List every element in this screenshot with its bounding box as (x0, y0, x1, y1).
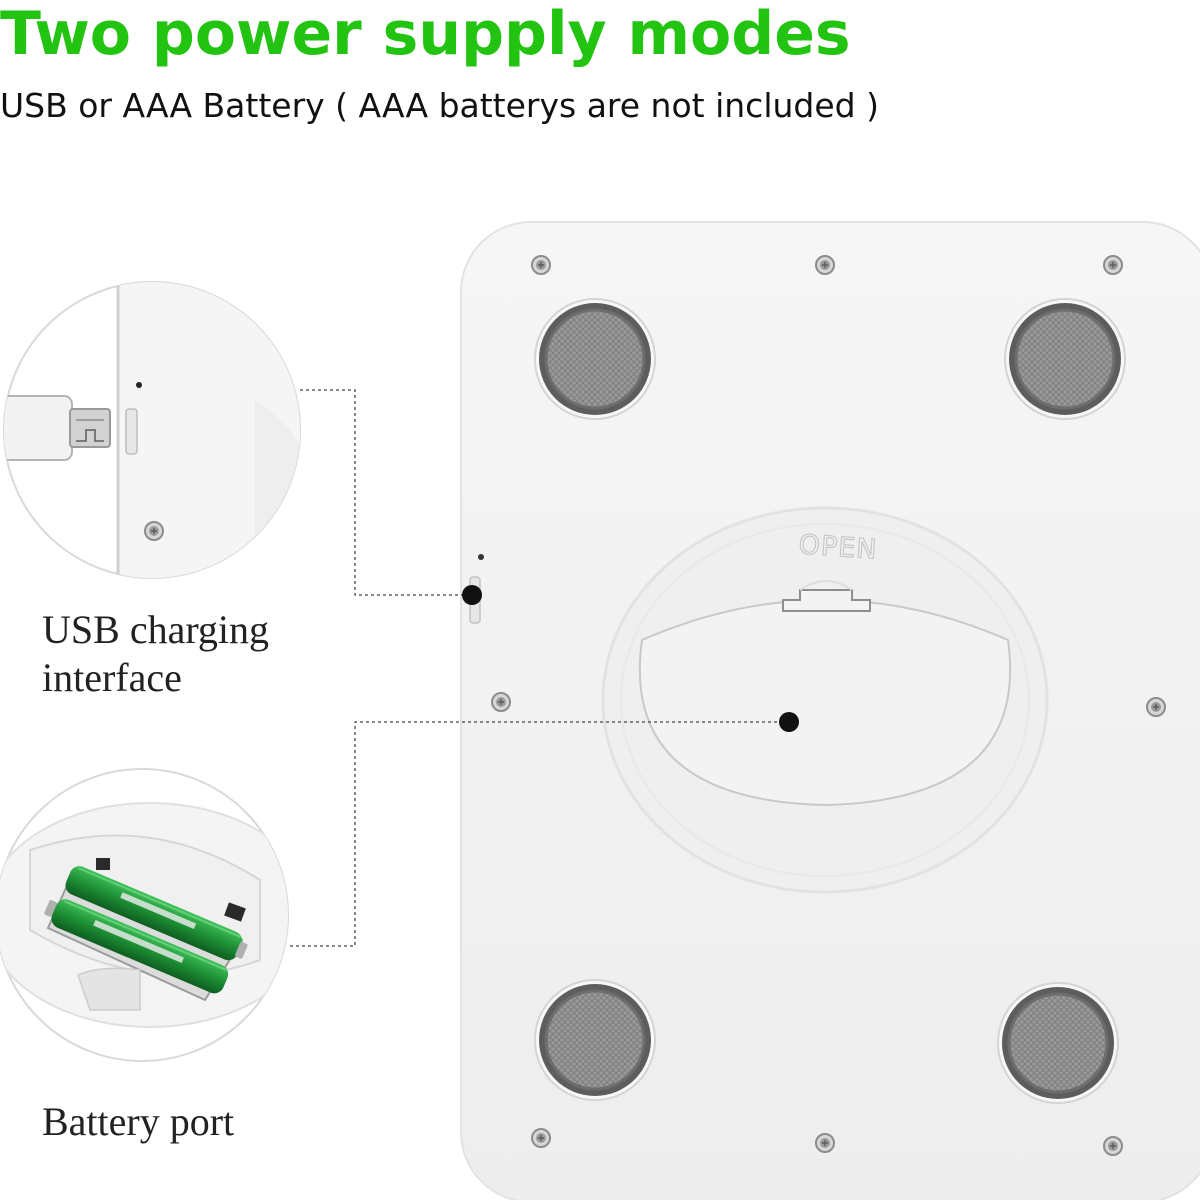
battery-callout-label: Battery port (42, 1099, 235, 1144)
page-title: Two power supply modes (0, 0, 851, 69)
usb-callout-line1: USB charging (42, 607, 270, 652)
battery-icon (44, 866, 248, 994)
page-subtitle: USB or AAA Battery ( AAA batterys are no… (0, 86, 879, 125)
lid-open-label: OPEN (798, 529, 879, 565)
usb-callout-line2: interface (42, 655, 182, 700)
lid-latch[interactable] (782, 580, 871, 612)
callout-leaders (290, 389, 787, 947)
usb-callout-label: USB charging interface (42, 606, 269, 702)
usb-marker-dot (462, 585, 482, 605)
battery-lid (638, 599, 1012, 807)
usb-detail-zoom (3, 281, 301, 579)
battery-detail-zoom (0, 768, 289, 1062)
usb-plug-icon (4, 395, 111, 461)
battery-marker-dot (779, 712, 799, 732)
